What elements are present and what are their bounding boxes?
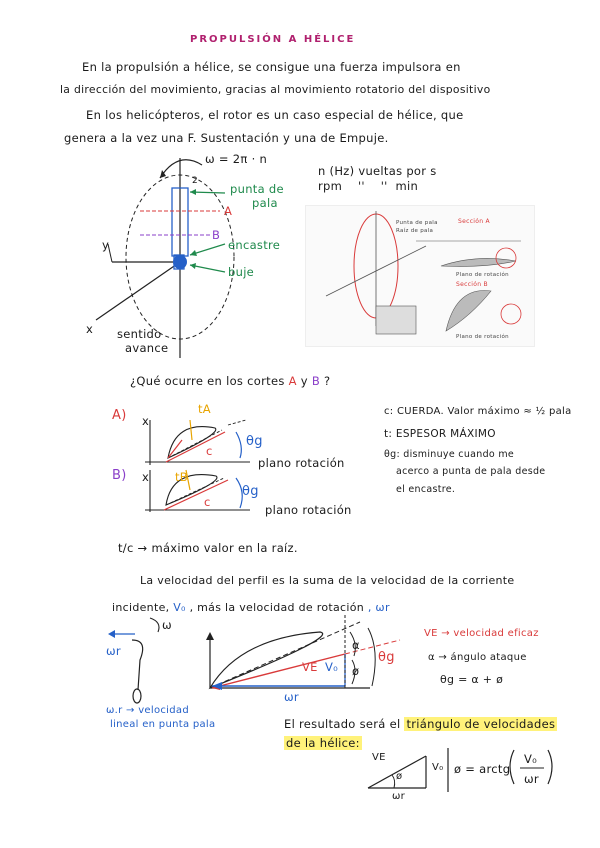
formula-numerator: V₀ — [524, 752, 538, 766]
sentido-label: sentido — [117, 327, 162, 341]
ratio-text: t/c → máximo valor en la raíz. — [118, 541, 298, 555]
blade-section-figure: Sección A Sección B Plano de rotación Pl… — [305, 205, 535, 347]
theta-g-b: θg — [242, 484, 259, 499]
final-ve: VE — [372, 752, 386, 763]
section-b-x: x — [142, 470, 150, 484]
axis-x-label: x — [86, 322, 94, 336]
formula-denominator: ωr — [524, 772, 539, 786]
question-a: A — [288, 374, 297, 388]
definition-t: t: ESPESOR MÁXIMO — [384, 428, 496, 440]
omega-formula: ω = 2π · n — [205, 152, 268, 166]
label-b: B — [212, 228, 221, 242]
punta-de-pala-label-1: punta de — [230, 182, 284, 196]
definition-theta-1: θg: disminuye cuando me — [384, 449, 515, 460]
label-a: A — [224, 204, 233, 218]
encastre-label: encastre — [228, 238, 281, 252]
ve-definition: VE → velocidad eficaz — [424, 628, 539, 639]
final-wr: ωr — [392, 791, 406, 802]
c-label-b: c — [204, 495, 211, 509]
photo-seccion-a: Sección A — [458, 218, 490, 225]
final-v0: V₀ — [432, 762, 444, 773]
section-a-x: x — [142, 414, 150, 428]
final-phi: ø — [396, 771, 403, 782]
section-a-label: A) — [112, 408, 127, 423]
velocity-incidente: incidente, — [112, 601, 170, 614]
ta-label: tA — [198, 402, 211, 416]
intro-line-3: En los helicópteros, el rotor es un caso… — [86, 108, 464, 122]
wr-definition-1: ω.r → velocidad — [106, 705, 189, 716]
velocity-line-2: incidente, V₀ , más la velocidad de rota… — [112, 601, 390, 614]
plano-rotacion-a: plano rotación — [258, 456, 345, 470]
theta-g-a: θg — [246, 434, 263, 449]
photo-punta: Punta de pala — [396, 220, 438, 226]
definition-c: c: CUERDA. Valor máximo ≈ ½ pala — [384, 406, 572, 417]
intro-line-4: genera a la vez una F. Sustentación y un… — [64, 131, 389, 145]
phi-label: ø — [352, 664, 360, 678]
wr-label-triangle: ωr — [284, 690, 299, 704]
c-label-a: c — [206, 444, 213, 458]
definition-theta-2: acerco a punta de pala desde — [396, 466, 546, 477]
wr-definition-2: lineal en punta pala — [110, 719, 216, 730]
result-highlight-2: de la hélice: — [284, 736, 362, 750]
alpha-label: α — [352, 638, 360, 652]
photo-seccion-b: Sección B — [456, 281, 488, 288]
velocity-mas: , más la velocidad de rotación — [189, 601, 365, 614]
photo-plano-rotacion-2: Plano de rotación — [456, 334, 509, 340]
result-highlight-1: triángulo de velocidades — [404, 717, 558, 731]
question-end: ? — [323, 374, 331, 388]
result-text-2: de la hélice: — [284, 736, 362, 750]
axis-y-label: y — [102, 238, 110, 252]
ve-label: VE — [302, 660, 318, 674]
punta-de-pala-label-2: pala — [252, 196, 278, 210]
question-text: ¿Qué ocurre en los cortes A y B ? — [130, 374, 330, 388]
omega-label: ω — [162, 618, 172, 632]
result-text: El resultado será el triángulo de veloci… — [284, 717, 558, 731]
buje-label: buje — [228, 265, 255, 279]
photo-raiz: Raíz de pala — [396, 228, 434, 234]
result-intro: El resultado será el — [284, 717, 401, 731]
intro-line-1: En la propulsión a hélice, se consigue u… — [82, 60, 461, 74]
velocity-wr: , ωr — [367, 601, 390, 614]
question-y: y — [300, 374, 308, 388]
arctg-formula: ø = arctg — [454, 762, 511, 776]
number-2: 2 — [192, 176, 199, 186]
velocity-v0: V₀ — [173, 601, 186, 614]
alpha-definition: α → ángulo ataque — [428, 652, 527, 663]
photo-plano-rotacion-1: Plano de rotación — [456, 272, 509, 278]
tb-label: tB — [175, 470, 188, 484]
wr-label-left: ωr — [106, 644, 121, 658]
intro-line-2: la dirección del movimiento, gracias al … — [60, 83, 491, 96]
n-hz-line: n (Hz) vueltas por s — [318, 164, 437, 178]
question-main: ¿Qué ocurre en los cortes — [130, 374, 285, 388]
avance-label: avance — [125, 341, 169, 355]
theta-equation: θg = α + ø — [440, 673, 504, 686]
plano-rotacion-b: plano rotación — [265, 503, 352, 517]
rpm-line: rpm '' '' min — [318, 179, 419, 193]
theta-g-triangle: θg — [378, 650, 395, 665]
section-b-label: B) — [112, 468, 127, 483]
question-b: B — [311, 374, 321, 388]
definition-theta-3: el encastre. — [396, 484, 456, 495]
page-title: PROPULSIÓN A HÉLICE — [190, 34, 356, 45]
velocity-line-1: La velocidad del perfil es la suma de la… — [140, 574, 515, 587]
v0-label: V₀ — [325, 660, 339, 674]
